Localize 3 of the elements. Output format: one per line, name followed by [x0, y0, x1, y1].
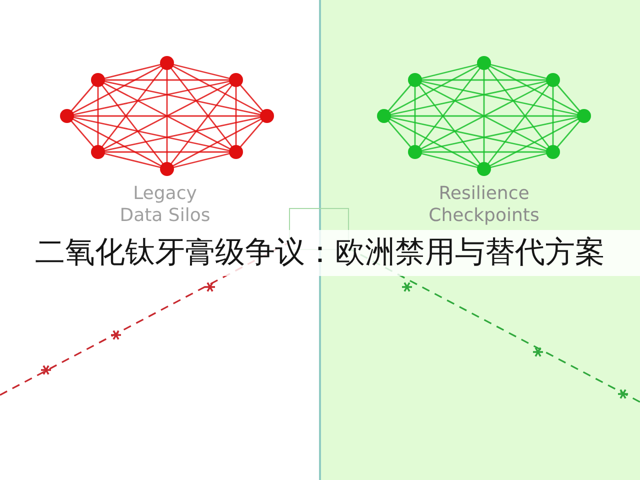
- title: 二氧化钛牙膏级争议：欧洲禁用与替代方案: [35, 234, 605, 272]
- panel-label: Resilience Checkpoints: [428, 183, 540, 227]
- panel-label: Legacy Data Silos: [118, 183, 212, 227]
